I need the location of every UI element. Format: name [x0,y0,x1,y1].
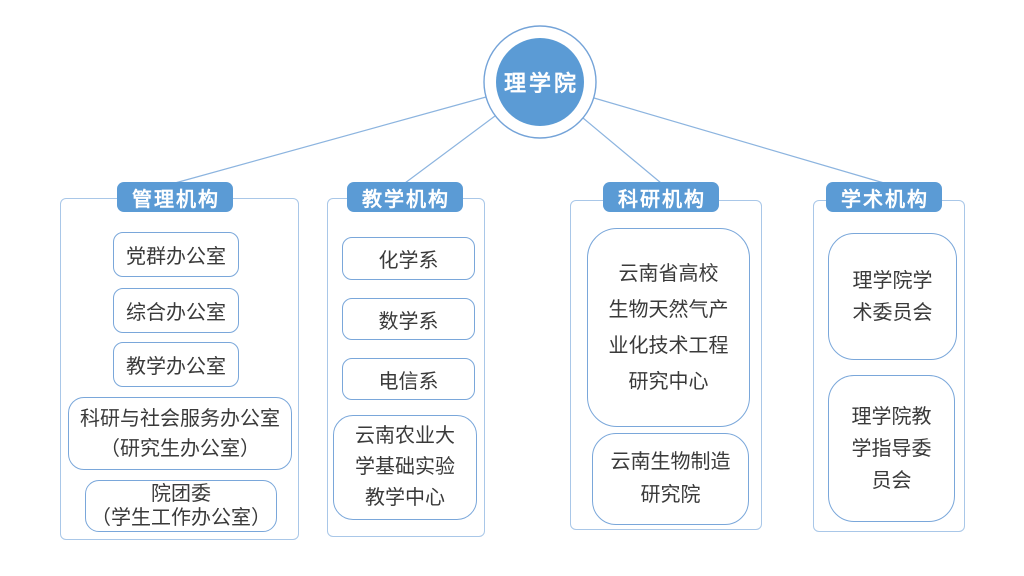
org-item-teaching-office: 教学办公室 [113,342,239,387]
org-item-youth-league-committee: 院团委 （学生工作办公室） [85,480,277,532]
branch-header-research: 科研机构 [603,182,719,212]
branch-header-label: 学术机构 [841,188,929,211]
branch-header-management: 管理机构 [117,182,233,212]
branch-header-label: 管理机构 [132,188,220,211]
connector-line-management [174,96,487,184]
org-item-basic-experiment-teaching-center: 云南农业大 学基础实验 教学中心 [333,415,477,520]
org-item-biomanufacturing-institute: 云南生物制造 研究院 [592,433,749,525]
org-item-research-social-service-office: 科研与社会服务办公室 （研究生办公室） [68,397,292,470]
connector-line-research [582,117,662,184]
root-node-label: 理学院 [503,71,579,96]
org-item-chemistry-dept: 化学系 [342,237,475,280]
connector-line-academic [593,97,885,184]
branch-header-teaching: 教学机构 [347,182,463,212]
branch-header-label: 教学机构 [362,188,450,211]
root-node: 理学院 [496,38,584,126]
connector-line-teaching [404,115,496,184]
org-item-biogas-engineering-research-center: 云南省高校 生物天然气产 业化技术工程 研究中心 [587,228,750,427]
org-item-telecom-dept: 电信系 [342,358,475,400]
org-item-general-office: 综合办公室 [113,288,239,333]
branch-header-label: 科研机构 [618,188,706,211]
org-item-math-dept: 数学系 [342,298,475,340]
branch-header-academic: 学术机构 [826,182,942,212]
org-item-party-masses-office: 党群办公室 [113,232,239,277]
org-item-academic-committee: 理学院学 术委员会 [828,233,957,360]
org-item-teaching-steering-committee: 理学院教 学指导委 员会 [828,375,955,522]
root-node-ring [483,25,597,139]
